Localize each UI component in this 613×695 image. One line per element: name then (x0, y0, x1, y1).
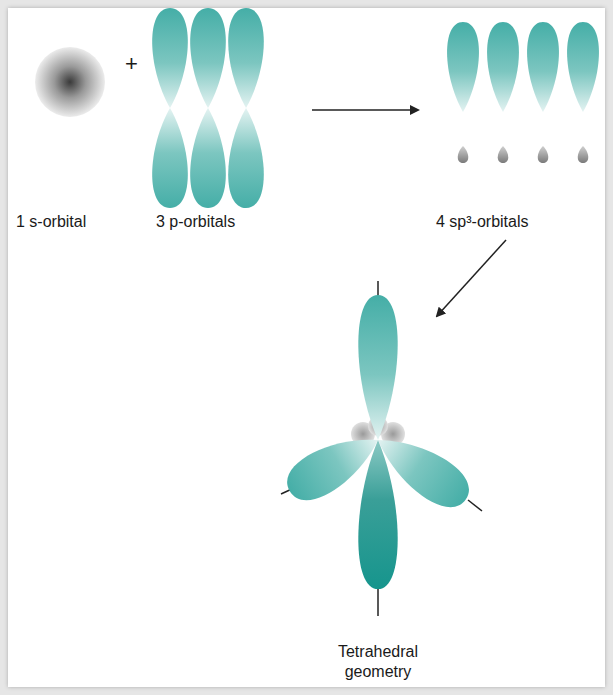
sp3-orbitals (447, 22, 599, 163)
plus-sign: + (125, 50, 138, 78)
orbital-label: 1 s-orbital (16, 212, 86, 232)
orbital-label: 4 sp³-orbitals (436, 212, 528, 232)
geometry-label: Tetrahedral geometry (318, 642, 438, 682)
process-arrow (437, 240, 506, 316)
orbital-label: 3 p-orbitals (156, 212, 235, 232)
s-orbital (35, 47, 105, 117)
p-orbitals (152, 8, 264, 208)
background-panel (8, 8, 605, 687)
tetrahedral-orbitals (279, 281, 482, 616)
process-arrow (312, 109, 418, 111)
